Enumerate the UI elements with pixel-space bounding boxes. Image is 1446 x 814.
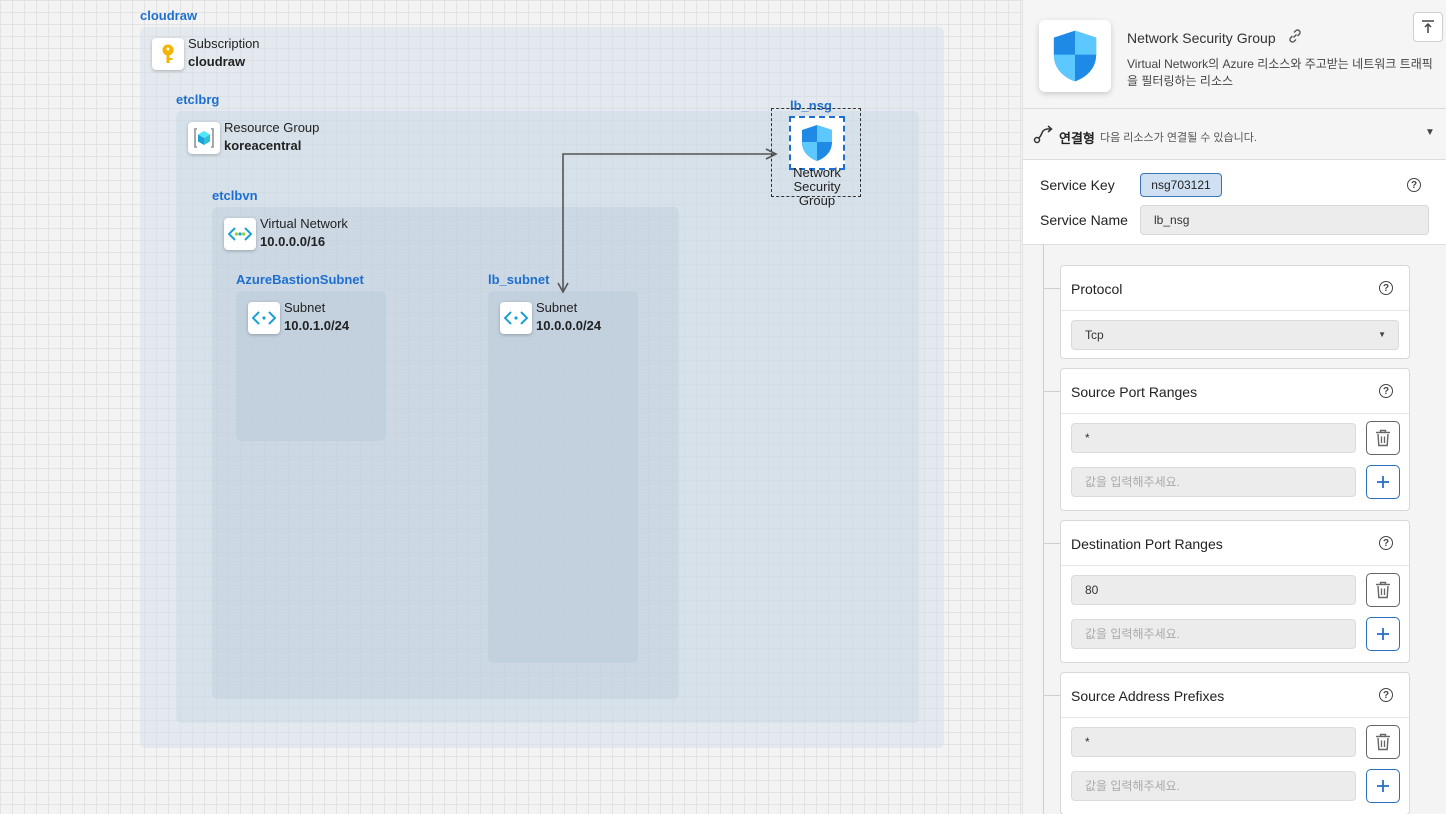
subnet-lb-name: 10.0.0.0/24 (536, 318, 602, 333)
source-port-ranges-label: Source Port Ranges (1071, 384, 1198, 400)
destination-port-ranges-new-input[interactable]: 값을 입력해주세요. (1071, 619, 1356, 649)
shield-icon[interactable] (789, 116, 845, 170)
service-name-label: Service Name (1040, 212, 1128, 228)
protocol-value: Tcp (1085, 328, 1104, 342)
connection-description: 다음 리소스가 연결될 수 있습니다. (1100, 132, 1257, 144)
subnet-lb-node-text: Subnet 10.0.0.0/24 (536, 299, 601, 335)
trash-icon (1376, 733, 1390, 751)
subscription-node-text: Subscription cloudraw (188, 35, 260, 71)
help-icon[interactable]: ? (1379, 536, 1393, 550)
vnet-name: 10.0.0.0/16 (260, 234, 326, 249)
resource-group-node-text: Resource Group koreacentral (224, 119, 319, 155)
pin-top-button[interactable] (1413, 12, 1443, 42)
connection-bar[interactable]: 연결형 다음 리소스가 연결될 수 있습니다. ▼ (1023, 109, 1446, 160)
subscription-box-label[interactable]: cloudraw (140, 8, 198, 23)
add-button[interactable] (1366, 617, 1400, 651)
tree-tick (1044, 695, 1061, 696)
protocol-select[interactable]: Tcp ▼ (1071, 320, 1399, 350)
subnet-lb-box[interactable] (488, 291, 638, 663)
panel-title: Network Security Group (1127, 30, 1276, 46)
vnet-box[interactable] (212, 207, 679, 699)
resource-group-box-label[interactable]: etclbrg (176, 92, 220, 107)
subnet-bastion-label[interactable]: AzureBastionSubnet (236, 272, 364, 287)
destination-port-ranges-label: Destination Port Ranges (1071, 536, 1223, 552)
shield-icon (1039, 20, 1111, 92)
panel-header: Network Security Group Virtual Network의 … (1023, 0, 1446, 109)
resource-group-box[interactable] (176, 111, 919, 723)
vnet-box-label[interactable]: etclbvn (212, 188, 258, 203)
subscription-type: Subscription (188, 36, 260, 51)
service-name-input[interactable]: lb_nsg (1140, 205, 1429, 235)
resource-group-type: Resource Group (224, 120, 320, 135)
virtual-network-icon[interactable] (224, 218, 256, 250)
add-button[interactable] (1366, 465, 1400, 499)
subscription-name: cloudraw (188, 54, 246, 69)
diagram-canvas[interactable]: cloudraw Subscription cloudraw etclbrg R… (0, 0, 1022, 814)
tree-tick (1044, 391, 1061, 392)
subnet-icon[interactable] (248, 302, 280, 334)
destination-port-ranges-section: Destination Port Ranges ? 80 값을 입력해주세요. (1044, 520, 1410, 663)
chevron-down-icon: ▼ (1378, 330, 1386, 339)
destination-port-ranges-header: Destination Port Ranges ? (1061, 521, 1409, 566)
key-icon[interactable] (152, 38, 184, 70)
plus-icon (1377, 628, 1389, 640)
help-icon[interactable]: ? (1379, 384, 1393, 398)
source-address-prefixes-label: Source Address Prefixes (1071, 688, 1225, 704)
rules-scroll-area[interactable]: Protocol ? Tcp ▼ Source Port Ranges ? * … (1023, 245, 1446, 814)
service-key-value[interactable]: nsg703121 (1140, 173, 1222, 197)
vnet-type: Virtual Network (260, 216, 348, 231)
source-address-prefixes-value[interactable]: * (1071, 727, 1356, 757)
nsg-selection-outline (771, 108, 861, 197)
pin-top-icon (1422, 20, 1434, 33)
tree-tick (1044, 543, 1061, 544)
add-button[interactable] (1366, 769, 1400, 803)
plus-icon (1377, 780, 1389, 792)
trash-icon (1376, 581, 1390, 599)
resource-group-icon[interactable] (188, 122, 220, 154)
help-icon[interactable]: ? (1379, 688, 1393, 702)
subnet-lb-label[interactable]: lb_subnet (488, 272, 550, 287)
properties-panel: Network Security Group Virtual Network의 … (1022, 0, 1446, 814)
vnet-node-text: Virtual Network 10.0.0.0/16 (260, 215, 348, 251)
connection-label: 연결형 (1059, 131, 1095, 146)
source-port-ranges-value[interactable]: * (1071, 423, 1356, 453)
help-icon[interactable]: ? (1407, 178, 1421, 192)
service-key-label: Service Key (1040, 177, 1115, 193)
subnet-icon[interactable] (500, 302, 532, 334)
subnet-bastion-node-text: Subnet 10.0.1.0/24 (284, 299, 349, 335)
link-icon[interactable] (1287, 28, 1303, 49)
subnet-bastion-name: 10.0.1.0/24 (284, 318, 350, 333)
chevron-down-icon[interactable]: ▼ (1425, 127, 1435, 138)
delete-button[interactable] (1366, 421, 1400, 455)
resource-group-name: koreacentral (224, 138, 302, 153)
destination-port-ranges-value[interactable]: 80 (1071, 575, 1356, 605)
source-address-prefixes-section: Source Address Prefixes ? * 값을 입력해주세요. (1044, 672, 1410, 814)
source-address-prefixes-new-input[interactable]: 값을 입력해주세요. (1071, 771, 1356, 801)
service-info: Service Key nsg703121 ? Service Name lb_… (1023, 160, 1446, 245)
protocol-section: Protocol ? Tcp ▼ (1044, 265, 1410, 359)
connection-icon (1033, 124, 1055, 149)
tree-line (1043, 245, 1044, 814)
nsg-node-caption: Network Security Group (793, 165, 841, 208)
source-port-ranges-header: Source Port Ranges ? (1061, 369, 1409, 414)
subnet-bastion-type: Subnet (284, 300, 326, 315)
source-address-prefixes-header: Source Address Prefixes ? (1061, 673, 1409, 718)
delete-button[interactable] (1366, 573, 1400, 607)
source-port-ranges-section: Source Port Ranges ? * 값을 입력해주세요. (1044, 368, 1410, 511)
tree-tick (1044, 288, 1061, 289)
trash-icon (1376, 429, 1390, 447)
subnet-lb-type: Subnet (536, 300, 578, 315)
plus-icon (1377, 476, 1389, 488)
panel-description: Virtual Network의 Azure 리소스와 주고받는 네트워크 트래… (1127, 57, 1433, 88)
nsg-node-label[interactable]: lb_nsg (790, 98, 832, 113)
connection-arrow[interactable] (0, 0, 1022, 814)
help-icon[interactable]: ? (1379, 281, 1393, 295)
source-port-ranges-new-input[interactable]: 값을 입력해주세요. (1071, 467, 1356, 497)
protocol-label: Protocol (1071, 281, 1123, 297)
delete-button[interactable] (1366, 725, 1400, 759)
protocol-header: Protocol ? (1061, 266, 1409, 311)
